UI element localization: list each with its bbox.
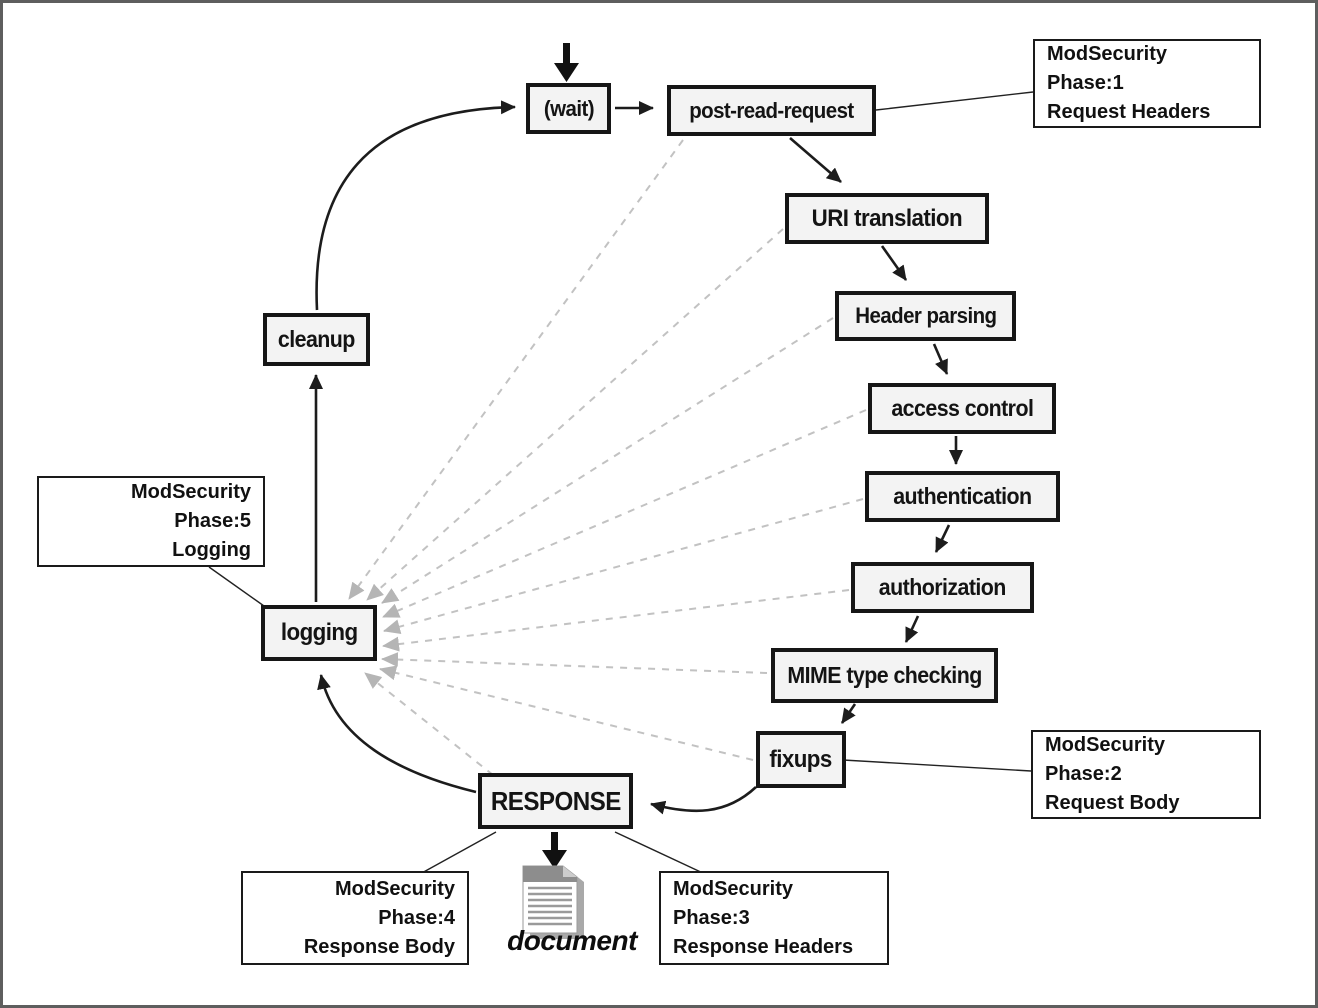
callout-phase5-title: ModSecurity Phase:5 [130, 481, 251, 532]
document-icon [522, 865, 584, 939]
stage-response: RESPONSE [478, 773, 633, 829]
stage-wait-label: (wait) [543, 95, 594, 121]
connector-lines-layer [208, 43, 1034, 875]
stage-logging-label: logging [280, 619, 358, 646]
stage-access-control: access control [868, 383, 1056, 434]
callout-phase1-subtitle: Request Headers [1047, 101, 1211, 123]
stage-authorization: authorization [851, 562, 1034, 613]
stage-authentication: authentication [865, 471, 1060, 522]
callout-phase2-subtitle: Request Body [1045, 792, 1180, 814]
stage-cleanup-label: cleanup [278, 326, 355, 352]
callout-phase3-title: ModSecurity Phase:3 [673, 877, 794, 929]
main-flow-arrows [309, 100, 963, 815]
callout-connectors [208, 91, 1034, 875]
callout-phase4-title: ModSecurity Phase:4 [334, 877, 455, 929]
callout-phase5-subtitle: Logging [172, 539, 251, 561]
stage-fixups: fixups [756, 731, 846, 788]
stage-authorization-label: authorization [878, 574, 1007, 600]
stage-uri-translation-label: URI translation [811, 204, 963, 232]
stage-header-parsing-label: Header parsing [854, 303, 997, 328]
callout-phase5: ModSecurity Phase:5 Logging [37, 476, 265, 567]
callout-phase4: ModSecurity Phase:4 Response Body [241, 871, 469, 965]
dashed-logging-lines [348, 139, 867, 776]
stage-uri-translation: URI translation [785, 193, 989, 244]
stage-post-read-request: post-read-request [667, 85, 876, 136]
stage-response-label: RESPONSE [490, 785, 621, 816]
document-label: document [507, 925, 637, 956]
stage-access-control-label: access control [891, 395, 1034, 421]
stage-fixups-label: fixups [769, 745, 833, 773]
callout-phase1-title: ModSecurity Phase:1 [1047, 43, 1168, 94]
stage-authentication-label: authentication [893, 483, 1032, 509]
stage-wait: (wait) [526, 83, 611, 134]
stage-mime-type-checking: MIME type checking [771, 648, 998, 703]
callout-phase2-title: ModSecurity Phase:2 [1045, 734, 1166, 785]
callout-phase3: ModSecurity Phase:3 Response Headers [659, 871, 889, 965]
entry-arrow [554, 43, 579, 82]
callout-phase4-subtitle: Response Body [303, 935, 455, 958]
stage-cleanup: cleanup [263, 313, 370, 366]
stage-post-read-request-label: post-read-request [689, 97, 854, 123]
stage-header-parsing: Header parsing [835, 291, 1016, 341]
response-to-document-arrow [542, 832, 567, 869]
stage-logging: logging [261, 605, 377, 661]
callout-phase2: ModSecurity Phase:2 Request Body [1031, 730, 1261, 819]
callout-phase3-subtitle: Response Headers [673, 935, 854, 958]
callout-phase1: ModSecurity Phase:1 Request Headers [1033, 39, 1261, 128]
stage-mime-type-checking-label: MIME type checking [787, 662, 982, 688]
